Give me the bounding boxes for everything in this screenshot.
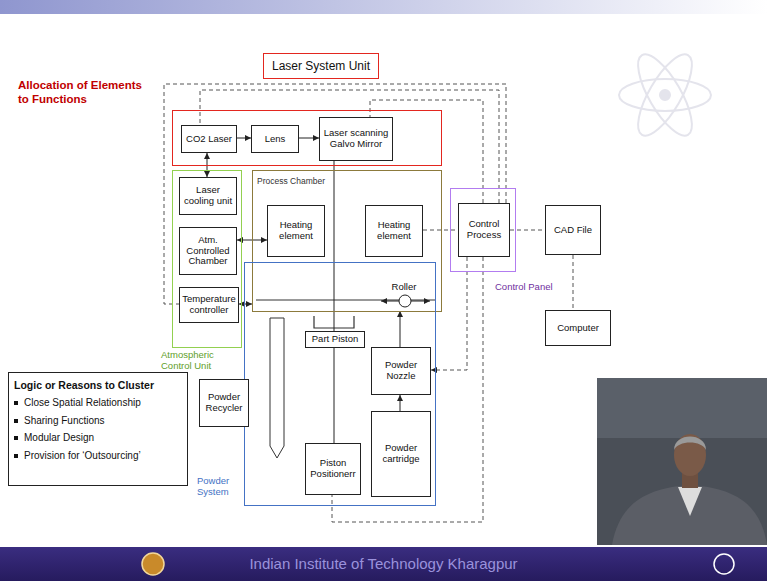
presenter-video	[597, 378, 767, 545]
control-panel-group: Control PanelControl Process	[450, 188, 516, 272]
connector	[334, 161, 335, 331]
cartridge-box: Powder cartridge	[371, 411, 431, 497]
connector	[334, 348, 335, 443]
laser-source-box: CO2 Laser	[181, 125, 237, 153]
box-body: Temperature controller	[182, 294, 236, 316]
box-label: Powder Nozzle	[374, 360, 428, 382]
box-label: Laser cooling unit	[182, 185, 234, 207]
list-item: Provision for ‘Outsourcing’	[14, 450, 182, 463]
group-heading: Powder System	[197, 475, 241, 498]
recycler-box: Powder Recycler	[199, 379, 249, 427]
list-text: Provision for ‘Outsourcing’	[24, 450, 141, 463]
bullet-mark	[14, 419, 18, 423]
connector	[207, 153, 208, 177]
box-body: Laser cooling unit	[182, 185, 234, 207]
box-body: Heating element	[270, 220, 322, 242]
box-label: Powder Recycler	[202, 392, 246, 414]
control-box: Control Process	[458, 203, 510, 257]
part-piston-box: Part Piston	[305, 331, 365, 348]
box-body: Heating element	[368, 220, 420, 242]
bullet-mark	[14, 436, 18, 440]
list-heading: Logic or Reasons to Cluster	[14, 379, 182, 392]
connector	[431, 257, 467, 370]
group-heading: Laser System Unit	[263, 53, 379, 79]
group-heading: Process Chamber	[257, 176, 325, 186]
box-body: Powder cartridge	[374, 443, 428, 465]
box-body: Laser scanning Galvo Mirror	[322, 128, 390, 150]
box-label: Temperature controller	[182, 294, 236, 316]
chamber-box: Atm. Controlled Chamber	[179, 227, 237, 275]
list-text: Sharing Functions	[24, 415, 105, 428]
list-item: Modular Design	[14, 432, 182, 445]
box-body: Part Piston	[312, 334, 358, 345]
box-label: Laser scanning Galvo Mirror	[322, 128, 390, 150]
connector	[237, 138, 251, 139]
positioner-box: Piston Positionerr	[305, 443, 361, 495]
slide-title: Allocation of Elements to Functions	[18, 78, 153, 107]
cad-file-box: CAD File	[545, 205, 601, 255]
temperature-box: Temperature controller	[179, 287, 239, 323]
list-text: Close Spatial Relationship	[24, 397, 141, 410]
connector	[573, 255, 574, 310]
list-text: Modular Design	[24, 432, 94, 445]
powder-system-group: Powder SystemRollerPowder RecyclerPart P…	[244, 262, 436, 506]
footer-text: Indian Institute of Technology Kharagpur	[0, 555, 767, 572]
computer-box: Computer	[545, 310, 611, 346]
box-body: Roller	[392, 282, 417, 293]
connector	[400, 395, 401, 411]
group-heading: Atmospheric Control Unit	[161, 349, 246, 372]
box-label: Control Process	[461, 219, 507, 241]
connector	[164, 84, 506, 304]
institute-logo	[142, 553, 164, 575]
connector	[299, 138, 319, 139]
cooling-box: Laser cooling unit	[179, 177, 237, 215]
lens-box: Lens	[251, 125, 299, 153]
connector	[200, 90, 499, 203]
atom-watermark	[619, 47, 711, 143]
box-body: Powder Nozzle	[374, 360, 428, 382]
box-body: Lens	[265, 134, 286, 145]
box-body: Computer	[557, 323, 599, 334]
box-body: Powder Recycler	[202, 392, 246, 414]
list-item: Close Spatial Relationship	[14, 397, 182, 410]
box-label: CAD File	[554, 225, 592, 236]
bullet-mark	[14, 401, 18, 405]
box-body: Atm. Controlled Chamber	[182, 235, 234, 268]
footer-band	[0, 547, 767, 581]
box-label: Heating element	[270, 220, 322, 242]
nozzle-box: Powder Nozzle	[371, 347, 431, 395]
connector	[239, 304, 252, 305]
connector	[400, 311, 401, 347]
roller-symbol	[381, 295, 430, 307]
box-label: CO2 Laser	[186, 134, 232, 145]
nptel-logo	[714, 554, 734, 574]
atmospheric-group: Atmospheric Control UnitLaser cooling un…	[172, 170, 242, 348]
box-body: CO2 Laser	[186, 134, 232, 145]
top-band	[0, 0, 767, 14]
box-label: Part Piston	[312, 334, 358, 345]
box-body: Piston Positionerr	[308, 458, 358, 480]
group-heading: Control Panel	[495, 281, 553, 292]
box-label: Atm. Controlled Chamber	[182, 235, 234, 268]
box-label: Computer	[557, 323, 599, 334]
laser-system-group: Laser System UnitCO2 LaserLensLaser scan…	[172, 110, 442, 166]
box-label: Lens	[265, 134, 286, 145]
bullet-mark	[14, 454, 18, 458]
box-label: Powder cartridge	[374, 443, 428, 465]
connector	[423, 230, 458, 231]
box-body: Control Process	[461, 219, 507, 241]
box-body: CAD File	[554, 225, 592, 236]
heater-box: Heating element	[267, 205, 325, 257]
box-label: Roller	[392, 282, 417, 293]
galvo-mirror-box: Laser scanning Galvo Mirror	[319, 117, 393, 161]
heater-box: Heating element	[365, 205, 423, 257]
list-body: Logic or Reasons to ClusterClose Spatial…	[14, 379, 182, 462]
reasons-list: Logic or Reasons to ClusterClose Spatial…	[8, 372, 188, 486]
roller-label-box: Roller	[373, 281, 435, 311]
box-label: Heating element	[368, 220, 420, 242]
recycler-tube	[270, 318, 284, 458]
box-label: Piston Positionerr	[308, 458, 358, 480]
list-item: Sharing Functions	[14, 415, 182, 428]
